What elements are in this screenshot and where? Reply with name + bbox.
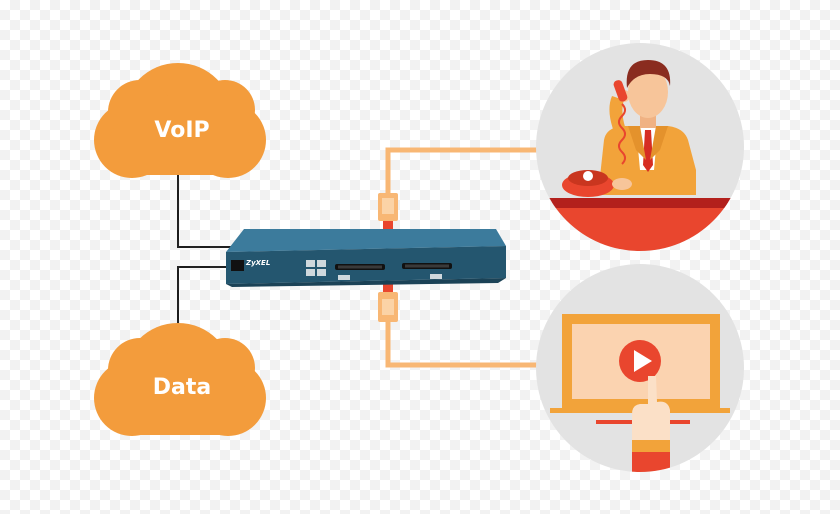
line-connector-1 [335,264,385,280]
orange-cables [385,147,540,368]
black-connectors [177,175,238,330]
lower-cable-connector [378,284,398,322]
video-cable [385,322,540,368]
data-link-line [177,266,232,330]
voip-link-line [177,175,238,248]
upper-cable-connector [378,193,398,229]
voip-cloud-label: VoIP [154,118,209,143]
console-port [231,260,244,271]
video-play-icon [536,264,744,472]
phone-cable [385,147,540,196]
voip-cloud [94,63,266,178]
data-cloud [94,323,266,436]
line-connector-2 [402,263,452,279]
person-on-phone-icon [536,43,744,251]
ethernet-ports [306,260,326,276]
device-brand-label: ZyXEL [245,259,270,267]
data-cloud-label: Data [153,375,211,400]
network-switch: ZyXEL [226,229,506,287]
